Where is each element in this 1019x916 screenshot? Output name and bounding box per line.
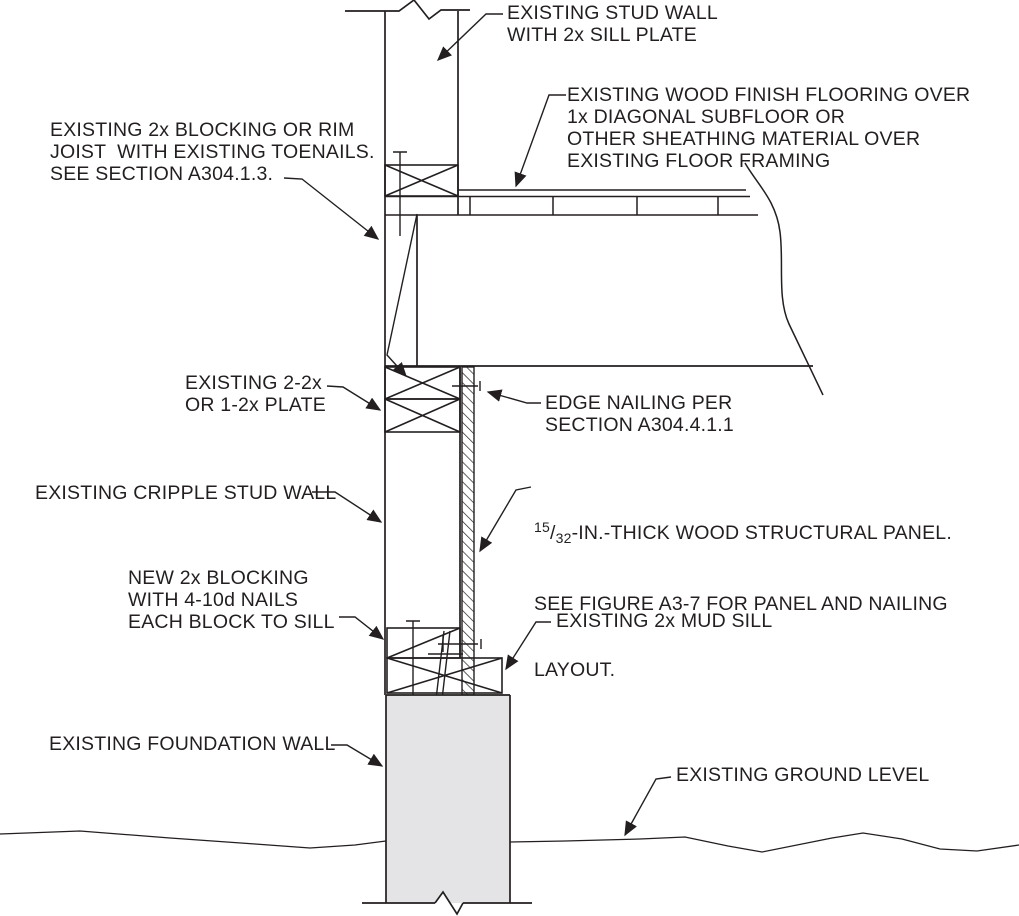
floor-sheathing bbox=[385, 189, 758, 216]
label-foundation: EXISTING FOUNDATION WALL bbox=[49, 733, 336, 755]
label-stud-wall: EXISTING STUD WALL WITH 2x SILL PLATE bbox=[507, 2, 718, 46]
panel-fraction-denominator: 32 bbox=[555, 530, 572, 546]
label-structural-panel-line1: 15/32-IN.-THICK WOOD STRUCTURAL PANEL. bbox=[534, 516, 952, 549]
leader-flooring bbox=[514, 94, 566, 188]
stud-wall-lines bbox=[384, 11, 461, 695]
label-flooring: EXISTING WOOD FINISH FLOORING OVER 1x DI… bbox=[567, 84, 971, 172]
label-structural-panel-line3: LAYOUT. bbox=[534, 659, 616, 681]
leader-new-blocking bbox=[339, 616, 385, 640]
edge-nail-ticks bbox=[428, 381, 482, 655]
leader-mud-sill bbox=[505, 621, 551, 671]
structural-panel-hatch bbox=[461, 366, 475, 696]
leader-plate bbox=[326, 385, 382, 411]
label-plate: EXISTING 2-2x OR 1-2x PLATE bbox=[185, 372, 326, 416]
ground-line bbox=[0, 830, 1019, 853]
leader-lines bbox=[283, 13, 672, 837]
label-blocking-rim: EXISTING 2x BLOCKING OR RIM JOIST WITH E… bbox=[50, 119, 375, 185]
foundation-wall bbox=[385, 694, 511, 903]
leader-edge-nailing bbox=[486, 389, 541, 404]
toenail-diagonal bbox=[386, 213, 418, 378]
panel-line1-text: -IN.-THICK WOOD STRUCTURAL PANEL. bbox=[571, 522, 952, 544]
leader-panel bbox=[479, 486, 532, 553]
break-symbol-bottom bbox=[362, 890, 532, 916]
leader-stud-wall bbox=[436, 13, 503, 61]
plate-blocks bbox=[384, 366, 461, 433]
panel-fraction-numerator: 15 bbox=[534, 519, 550, 535]
label-structural-panel: 15/32-IN.-THICK WOOD STRUCTURAL PANEL. S… bbox=[534, 472, 952, 725]
floor-joist bbox=[385, 215, 813, 367]
sill-plate-block bbox=[384, 164, 459, 197]
leader-ground bbox=[624, 776, 672, 837]
panel-fraction-slash: / bbox=[549, 522, 556, 544]
label-cripple-wall: EXISTING CRIPPLE STUD WALL bbox=[35, 482, 337, 504]
label-ground: EXISTING GROUND LEVEL bbox=[676, 764, 930, 786]
label-edge-nailing: EDGE NAILING PER SECTION A304.4.1.1 bbox=[545, 392, 734, 436]
leader-cripple-wall bbox=[312, 491, 383, 523]
leader-blocking-rim bbox=[283, 177, 380, 240]
label-mud-sill: EXISTING 2x MUD SILL bbox=[556, 610, 773, 632]
leader-foundation bbox=[331, 744, 384, 767]
label-structural-panel-line2: SEE FIGURE A3-7 FOR PANEL AND NAILING bbox=[534, 593, 948, 615]
label-new-blocking: NEW 2x BLOCKING WITH 4-10d NAILS EACH BL… bbox=[128, 567, 335, 633]
break-line-right bbox=[744, 162, 824, 396]
break-symbol-top bbox=[345, 0, 470, 21]
